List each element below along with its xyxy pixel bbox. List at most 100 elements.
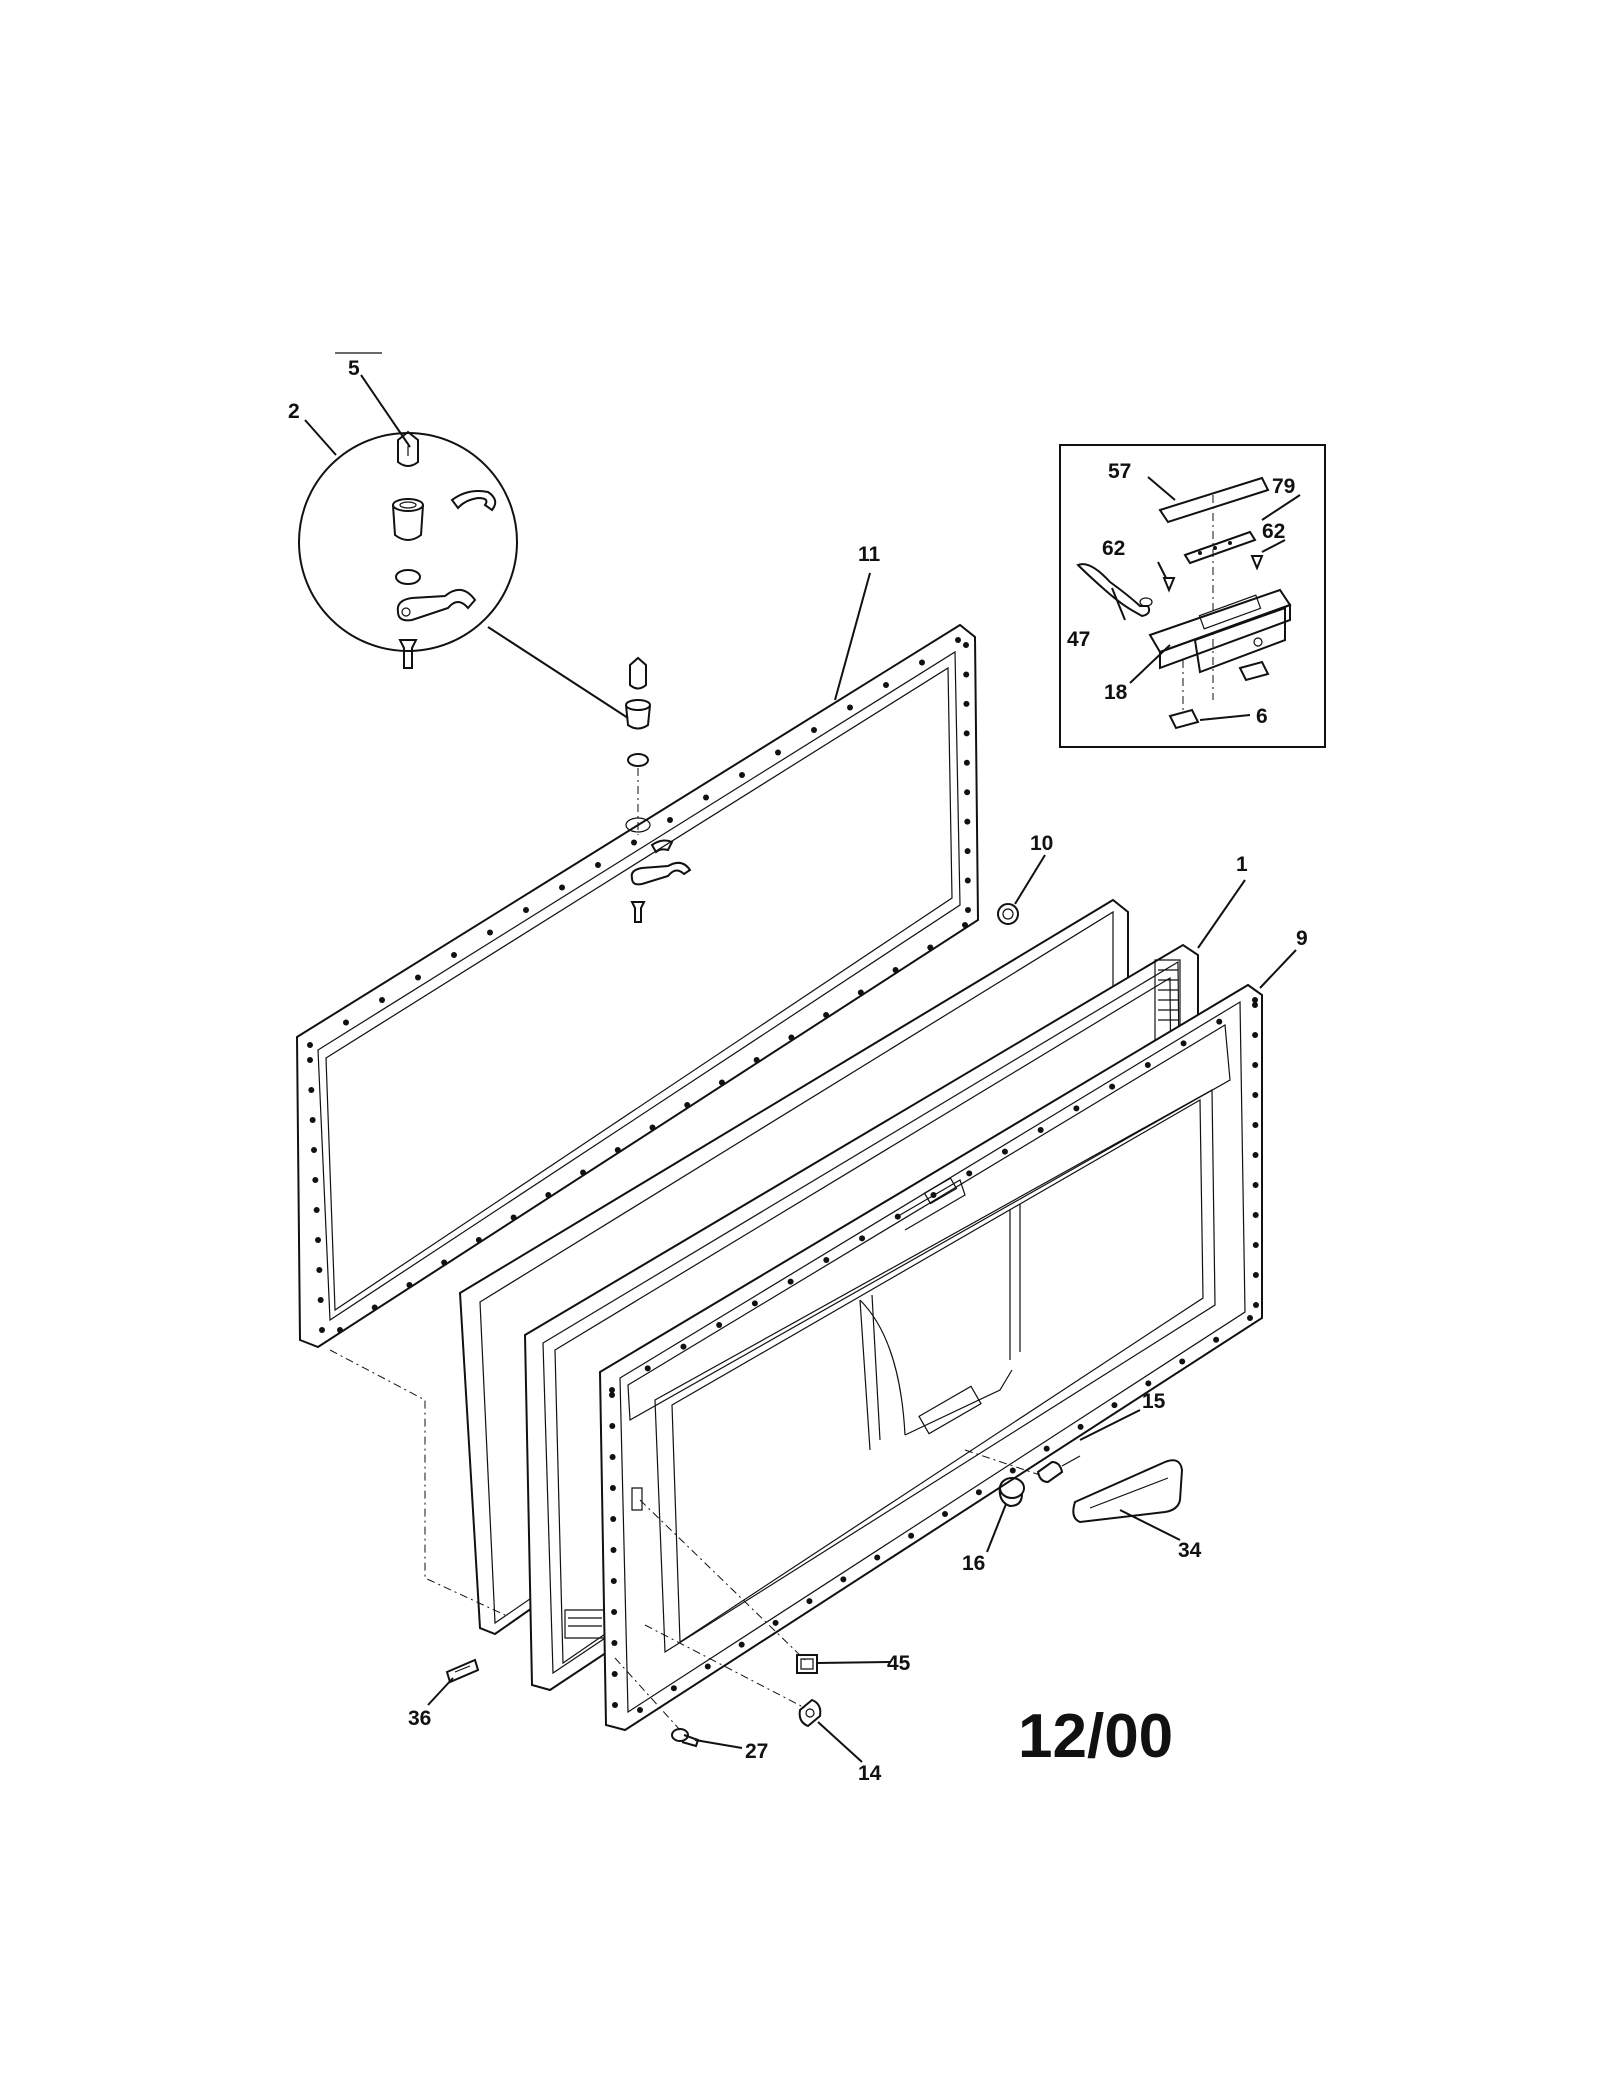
screw-hole [857, 989, 864, 996]
callout-57: 57 [1108, 460, 1131, 483]
screw-hole [704, 1663, 711, 1670]
screw-hole [610, 1516, 617, 1522]
screw-hole [523, 907, 529, 913]
screw-hole [312, 1177, 319, 1183]
part-9-door-panel [600, 985, 1262, 1730]
screw-hole [644, 1365, 651, 1372]
screw-hole [631, 839, 637, 846]
screw-hole [667, 817, 673, 823]
screw-hole [609, 1485, 616, 1491]
part-27-screw [672, 1729, 698, 1746]
screw-hole [1252, 1062, 1259, 1068]
callout-36: 36 [408, 1707, 431, 1730]
screw-hole [965, 907, 971, 913]
callout-11: 11 [858, 543, 881, 566]
screw-hole [309, 1117, 316, 1123]
screw-hole [611, 1640, 618, 1646]
screw-hole [1247, 1315, 1253, 1321]
part-15-switch [1038, 1456, 1080, 1482]
screw-hole [317, 1297, 324, 1303]
screw-hole [307, 1042, 313, 1048]
screw-hole [840, 1576, 847, 1583]
part-14-hinge-pin [800, 1700, 821, 1726]
screw-hole [772, 1619, 779, 1626]
screw-hole [611, 1671, 618, 1677]
screw-hole [1009, 1467, 1016, 1474]
screw-hole [874, 1554, 881, 1561]
screw-hole [1252, 1002, 1258, 1008]
screw-hole [919, 659, 925, 666]
screw-hole [1213, 1336, 1220, 1343]
screw-hole [415, 974, 421, 981]
callout-47: 47 [1067, 628, 1090, 651]
screw-hole [545, 1192, 552, 1198]
screw-hole [966, 1170, 973, 1177]
screw-hole [963, 759, 970, 766]
inset-handle-assembly [1060, 445, 1325, 747]
screw-hole [595, 862, 601, 868]
part-10-plug [998, 904, 1018, 924]
callout-45: 45 [887, 1652, 911, 1675]
lock-assembly-exploded [626, 658, 690, 922]
callout-18: 18 [1104, 681, 1128, 704]
screw-hole [753, 1057, 760, 1063]
screw-hole [487, 929, 493, 936]
screw-hole [371, 1304, 378, 1311]
screw-hole [975, 1489, 982, 1496]
screw-hole [610, 1547, 617, 1553]
screw-hole [1252, 1272, 1259, 1278]
screw-hole [1179, 1358, 1186, 1365]
screw-hole [716, 1322, 723, 1328]
screw-hole [614, 1147, 621, 1153]
screw-hole [751, 1300, 758, 1307]
screw-hole [609, 1387, 615, 1393]
dash-hinge-line [330, 1350, 505, 1615]
screw-hole [703, 794, 709, 801]
part-16-light-socket [1000, 1478, 1024, 1506]
screw-hole [316, 1267, 323, 1273]
screw-hole [883, 682, 889, 688]
screw-hole [1253, 1302, 1259, 1308]
screw-hole [963, 642, 969, 648]
screw-hole [1073, 1105, 1080, 1112]
screw-hole [823, 1012, 830, 1018]
screw-hole [1145, 1380, 1152, 1387]
screw-hole [319, 1327, 325, 1333]
screw-hole [1252, 1152, 1259, 1158]
screw-hole [1077, 1423, 1084, 1430]
date-code: 12/00 [1018, 1702, 1173, 1771]
screw-hole [1252, 1212, 1259, 1218]
part-79-plate [1185, 532, 1255, 563]
screw-hole [441, 1259, 448, 1266]
callout-1: 1 [1236, 853, 1248, 876]
screw-hole [1144, 1062, 1151, 1068]
screw-hole [1252, 1182, 1259, 1188]
part-2-lock-assembly-detail [299, 432, 517, 668]
screw-hole [307, 1057, 313, 1063]
screw-hole [1111, 1402, 1118, 1409]
screw-hole [964, 848, 971, 855]
callout-9: 9 [1296, 927, 1308, 950]
dash-line-14 [645, 1625, 805, 1708]
screw-hole [406, 1282, 413, 1288]
leader-lines [305, 375, 1300, 1762]
screw-hole [1252, 1032, 1259, 1038]
screw-hole [343, 1019, 349, 1026]
screw-hole [1001, 1148, 1008, 1155]
screw-hole [313, 1207, 320, 1213]
screw-hole [892, 967, 899, 973]
screw-hole [942, 1511, 948, 1517]
screw-hole [610, 1578, 617, 1584]
screw-hole [1252, 1122, 1259, 1128]
part-11-gasket-frame [297, 625, 978, 1347]
callout-34: 34 [1178, 1539, 1202, 1562]
callout-15: 15 [1142, 1390, 1166, 1413]
screw-hole [1180, 1040, 1187, 1047]
part-36-clip [447, 1660, 478, 1682]
screw-hole [337, 1327, 343, 1333]
screw-hole [649, 1124, 656, 1131]
screw-hole [510, 1214, 517, 1221]
screw-hole [964, 877, 971, 884]
screw-hole [580, 1169, 587, 1176]
callout-16: 16 [962, 1552, 985, 1575]
